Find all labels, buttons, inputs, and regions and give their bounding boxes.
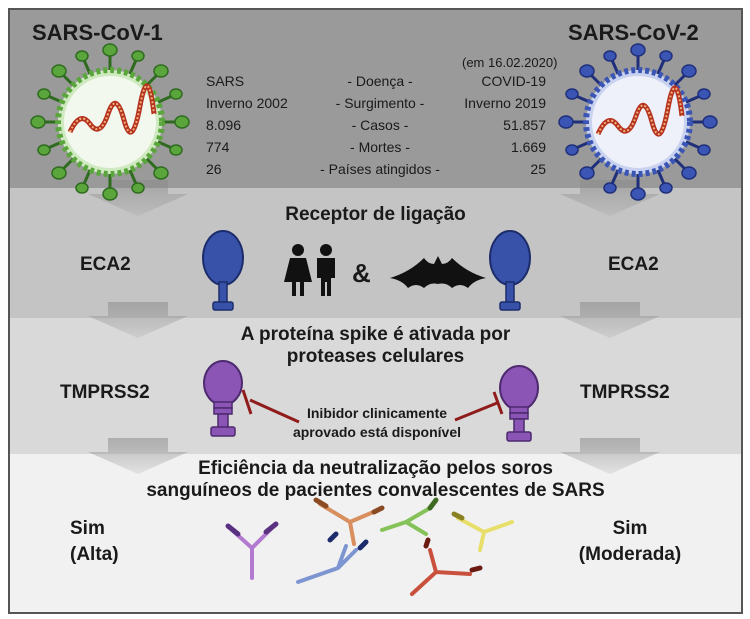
right-value-cases: 51.857 bbox=[503, 117, 546, 133]
inhibitor-right-icon bbox=[454, 391, 504, 422]
row-label-disease: - Doença - bbox=[347, 73, 413, 89]
left-result-line1: Sim bbox=[70, 518, 105, 539]
bat-icon bbox=[390, 256, 486, 288]
antibody-purple bbox=[225, 521, 279, 580]
eca2-receptor-right-icon bbox=[489, 230, 531, 311]
left-value-emergence: Inverno 2002 bbox=[206, 95, 288, 111]
row-label-emergence: - Surgimento - bbox=[335, 95, 425, 111]
sars-cov-2-virus-icon bbox=[558, 43, 718, 201]
sars-cov-2-title: SARS-CoV-2 bbox=[568, 20, 699, 45]
eca2-receptor-left-icon bbox=[202, 230, 244, 311]
neutralization-section-title: Eficiência da neutralização pelos soros … bbox=[10, 458, 741, 502]
sars-cov-1-virus-icon bbox=[30, 43, 190, 201]
tmprss2-protease-left-icon bbox=[203, 360, 243, 437]
antibodies-icon bbox=[225, 497, 514, 596]
antibody-red bbox=[410, 537, 483, 596]
inhibitor-note: Inibidor clinicamente aprovado está disp… bbox=[287, 404, 467, 442]
antibody-yellow bbox=[451, 511, 514, 552]
right-value-disease: COVID-19 bbox=[481, 73, 546, 89]
eca2-right-label: ECA2 bbox=[608, 254, 659, 275]
protease-title-line1: A proteína spike é ativada por bbox=[240, 324, 511, 345]
flow-arrow-left-2 bbox=[88, 302, 188, 338]
inhibitor-left-icon bbox=[241, 389, 300, 424]
inhibitor-line1: Inibidor clinicamente bbox=[306, 405, 448, 421]
neutralization-title-line1: Eficiência da neutralização pelos soros bbox=[198, 458, 553, 479]
left-values: SARS Inverno 2002 8.096 774 26 bbox=[206, 70, 288, 180]
neutralization-title-line2: sanguíneos de pacientes convalescentes d… bbox=[146, 480, 605, 501]
antibody-blue bbox=[296, 531, 369, 584]
protease-title-line2: proteases celulares bbox=[286, 346, 465, 367]
ampersand: & bbox=[352, 258, 371, 288]
left-value-cases: 8.096 bbox=[206, 117, 242, 133]
row-label-deaths: - Mortes - bbox=[350, 139, 410, 155]
protease-section-title: A proteína spike é ativada por proteases… bbox=[10, 324, 741, 368]
row-label-cases: - Casos - bbox=[351, 117, 409, 133]
diagram-frame: SARS-CoV-1 SARS-CoV-2 (em 16.02.2020) SA… bbox=[8, 8, 743, 614]
right-value-emergence: Inverno 2019 bbox=[464, 95, 546, 111]
row-label-countries: - Países atingidos - bbox=[320, 161, 440, 177]
tmprss2-left-label: TMPRSS2 bbox=[60, 382, 150, 403]
flow-arrow-right-2 bbox=[560, 302, 660, 338]
flow-arrow-right-3 bbox=[560, 438, 660, 474]
eca2-left-label: ECA2 bbox=[80, 254, 131, 275]
right-value-countries: 25 bbox=[530, 161, 546, 177]
right-result: Sim (Moderada) bbox=[570, 516, 690, 568]
date-note: (em 16.02.2020) bbox=[462, 55, 558, 70]
flow-arrow-left-3 bbox=[88, 438, 188, 474]
tmprss2-right-label: TMPRSS2 bbox=[580, 382, 670, 403]
left-result: Sim (Alta) bbox=[70, 516, 119, 568]
receptor-section-title: Receptor de ligação bbox=[285, 204, 466, 225]
right-values: COVID-19 Inverno 2019 51.857 1.669 25 bbox=[450, 70, 546, 180]
left-value-disease: SARS bbox=[206, 73, 245, 89]
row-labels: - Doença - - Surgimento - - Casos - - Mo… bbox=[300, 70, 460, 180]
tmprss2-protease-right-icon bbox=[499, 365, 539, 442]
left-value-countries: 26 bbox=[206, 161, 222, 177]
left-value-deaths: 774 bbox=[206, 139, 230, 155]
right-value-deaths: 1.669 bbox=[510, 139, 546, 155]
right-result-line2: (Moderada) bbox=[578, 544, 682, 565]
protease-band bbox=[10, 318, 741, 454]
right-result-line1: Sim bbox=[612, 518, 648, 539]
sars-cov-1-title: SARS-CoV-1 bbox=[32, 20, 163, 45]
antibody-orange bbox=[313, 497, 385, 546]
humans-icon bbox=[284, 244, 335, 296]
antibody-green bbox=[380, 497, 439, 536]
diagram-graphics bbox=[30, 43, 718, 596]
neutralization-band bbox=[10, 454, 741, 612]
left-result-line2: (Alta) bbox=[70, 544, 119, 565]
inhibitor-line2: aprovado está disponível bbox=[292, 424, 462, 440]
